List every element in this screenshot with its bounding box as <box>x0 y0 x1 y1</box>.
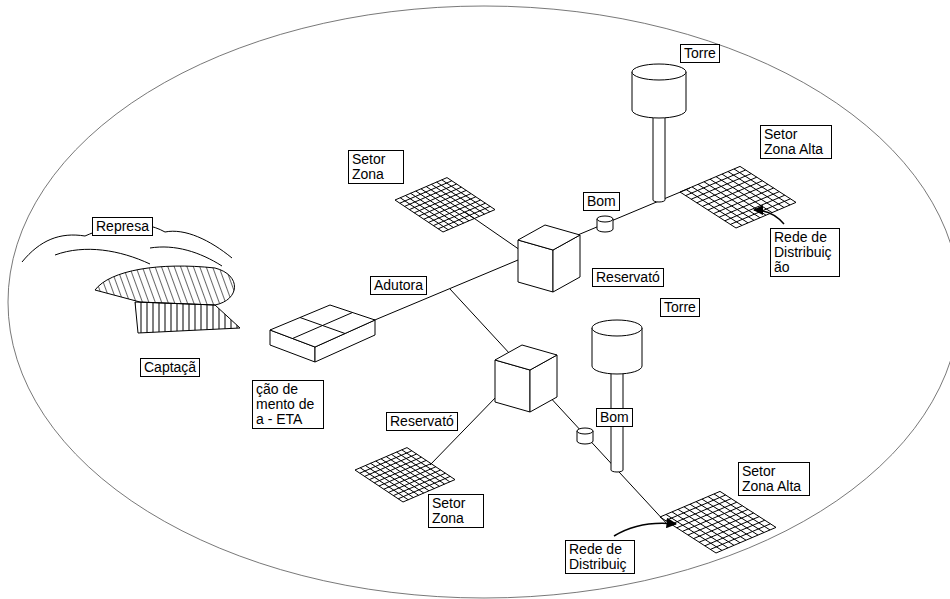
label-box: Setor Zona Alta <box>738 462 810 496</box>
label-box: Bom <box>596 408 633 427</box>
label-box: Rede de Distribuiç ão <box>770 228 840 277</box>
label-text: Setor Zona Alta <box>742 464 806 494</box>
label-text: Setor Zona Alta <box>764 127 828 157</box>
label-box: Represa <box>92 217 153 236</box>
label-text: Rede de Distribuiç ão <box>774 230 836 275</box>
sector-grid <box>680 166 796 228</box>
label-text: ção de mento de a - ETA <box>256 382 320 427</box>
reservoir-cube <box>495 345 557 412</box>
pump <box>597 216 613 232</box>
label-box: Setor Zona <box>348 150 404 184</box>
label-text: Torre <box>684 46 716 61</box>
label-text: Represa <box>96 219 149 234</box>
label-box: Rede de Distribuiç <box>565 540 635 574</box>
label-text: Bom <box>600 410 629 425</box>
dam-illustration <box>22 224 240 333</box>
label-text: Setor Zona <box>432 496 480 526</box>
leader-arrow <box>614 523 676 536</box>
region-outline <box>8 6 950 598</box>
label-text: Captaçã <box>144 360 196 375</box>
label-text: Torre <box>664 300 696 315</box>
label-box: Reservató <box>386 412 458 431</box>
reservoir-cube <box>518 225 580 292</box>
pipeline <box>370 188 690 525</box>
label-text: Rede de Distribuiç <box>569 542 631 572</box>
label-box: Torre <box>660 298 700 317</box>
label-box: ção de mento de a - ETA <box>252 380 324 429</box>
label-box: Setor Zona <box>428 494 484 528</box>
label-text: Reservató <box>596 270 660 285</box>
treatment-plant <box>270 305 375 362</box>
label-box: Adutora <box>370 276 427 295</box>
pump <box>577 428 593 444</box>
leader-arrow <box>754 210 784 224</box>
label-box: Bom <box>583 192 620 211</box>
label-text: Reservató <box>390 414 454 429</box>
label-box: Captaçã <box>140 358 200 377</box>
label-box: Torre <box>680 44 720 63</box>
label-text: Bom <box>587 194 616 209</box>
label-box: Reservató <box>592 268 664 287</box>
sector-grid <box>660 491 776 553</box>
label-text: Setor Zona <box>352 152 400 182</box>
water-tower <box>632 64 686 202</box>
label-box: Setor Zona Alta <box>760 125 832 159</box>
water-tower <box>592 320 642 472</box>
label-text: Adutora <box>374 278 423 293</box>
sector-grid <box>395 178 495 232</box>
